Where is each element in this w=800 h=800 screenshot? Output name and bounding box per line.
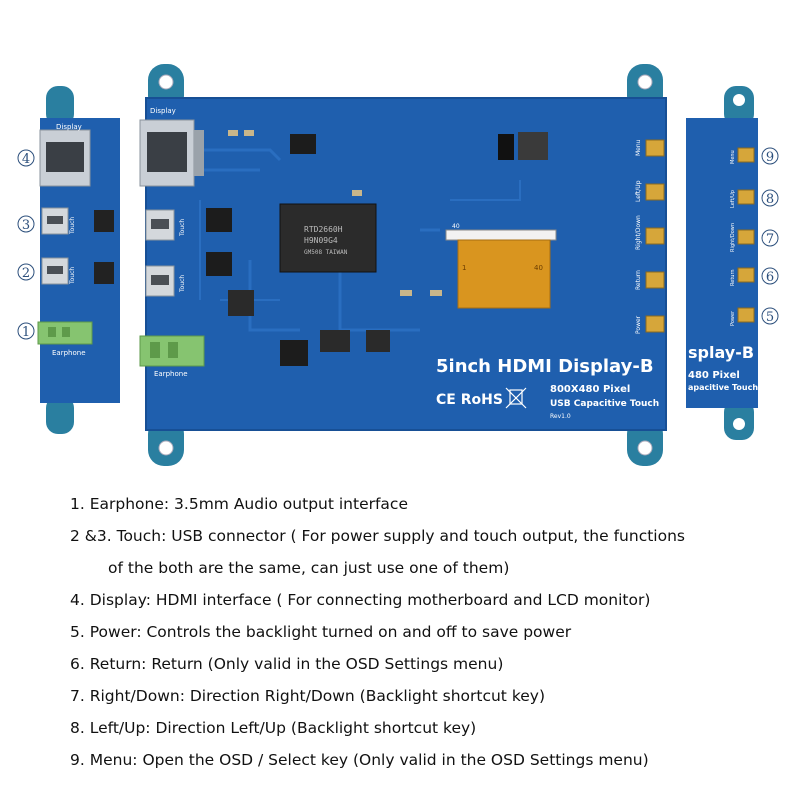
- callout-number: 9: [766, 150, 774, 165]
- board-resolution: 800X480 Pixel: [550, 384, 630, 395]
- callout-circle: [17, 263, 35, 281]
- board-illustration: Display Touch Touch Earphone 4 3 2 1: [17, 64, 779, 466]
- certification-marks: CE RoHS: [436, 392, 503, 408]
- side-touch-fragment: apacitive Touch: [688, 383, 758, 392]
- description-item: 9. Menu: Open the OSD / Select key (Only…: [70, 751, 649, 769]
- board-buttons: Menu Left/Up Right/Down Return Power: [635, 139, 665, 334]
- board-title: 5inch HDMI Display-B: [436, 356, 654, 377]
- svg-text:Power: Power: [730, 310, 736, 326]
- svg-text:Left/Up: Left/Up: [730, 190, 736, 208]
- return-button: [645, 271, 665, 289]
- svg-text:H9N09G4: H9N09G4: [304, 236, 338, 245]
- callout-circle: [761, 267, 779, 285]
- callout-number: 8: [766, 192, 774, 207]
- svg-text:GM508 TAIWAN: GM508 TAIWAN: [304, 249, 348, 256]
- svg-text:Right/Down: Right/Down: [635, 215, 642, 250]
- right-side-view: Menu Left/Up Right/Down Return Power spl…: [686, 86, 779, 440]
- callout-circle: [17, 149, 35, 167]
- callout-number: 4: [22, 152, 30, 167]
- menu-button: [645, 139, 665, 157]
- left-label-display: Display: [56, 123, 82, 131]
- callout-number: 6: [766, 270, 774, 285]
- callout-circle: [17, 322, 35, 340]
- board-label-display: Display: [150, 107, 176, 115]
- svg-text:Power: Power: [635, 315, 642, 334]
- fpc-connector: [445, 229, 557, 241]
- left-up-button: [645, 183, 665, 201]
- callout-circle: [761, 307, 779, 325]
- description-item: 7. Right/Down: Direction Right/Down (Bac…: [70, 687, 545, 705]
- svg-text:Menu: Menu: [730, 150, 736, 164]
- callout-number: 2: [22, 266, 30, 281]
- usb-connector: [145, 265, 175, 297]
- callout-circle: [761, 147, 779, 165]
- right-down-button: [645, 227, 665, 245]
- callout-number: 7: [766, 232, 774, 247]
- left-label-touch: Touch: [69, 267, 76, 285]
- board-label-touch: Touch: [179, 219, 186, 237]
- weee-icon: [505, 387, 527, 409]
- svg-text:Return: Return: [635, 270, 642, 290]
- board-revision: Rev1.0: [550, 413, 571, 420]
- description-list: 1. Earphone: 3.5mm Audio output interfac…: [70, 488, 790, 776]
- callout-circle: [17, 215, 35, 233]
- fpc-cable: [457, 239, 551, 309]
- product-figure: Display Touch Touch Earphone 4 3 2 1: [17, 64, 779, 466]
- callout-circle: [761, 189, 779, 207]
- board-touch-type: USB Capacitive Touch: [550, 399, 659, 409]
- main-ic: [279, 203, 377, 273]
- left-label-earphone: Earphone: [52, 349, 86, 357]
- callout-number: 1: [22, 325, 30, 340]
- svg-text:Return: Return: [730, 269, 736, 286]
- board-label-earphone: Earphone: [154, 370, 188, 378]
- left-label-touch: Touch: [69, 217, 76, 235]
- description-item: 1. Earphone: 3.5mm Audio output interfac…: [70, 495, 408, 513]
- description-item: 6. Return: Return (Only valid in the OSD…: [70, 655, 504, 673]
- callout-circle: [761, 229, 779, 247]
- description-item: 2 &3. Touch: USB connector ( For power s…: [70, 527, 685, 577]
- svg-text:1: 1: [462, 264, 466, 272]
- description-item: 5. Power: Controls the backlight turned …: [70, 623, 572, 641]
- side-pcb: [686, 118, 758, 408]
- left-side-view: Display Touch Touch Earphone 4 3 2 1: [17, 86, 120, 434]
- svg-text:40: 40: [534, 264, 543, 272]
- board-label-touch: Touch: [179, 275, 186, 293]
- svg-text:Menu: Menu: [635, 139, 642, 156]
- svg-text:RTD2660H: RTD2660H: [304, 225, 343, 234]
- svg-text:Left/Up: Left/Up: [635, 180, 642, 202]
- power-button: [645, 315, 665, 333]
- mounting-tab: [46, 86, 74, 126]
- main-board: Display Touch Touch RTD2660H H9N09G4 GM5…: [139, 64, 667, 466]
- callout-number: 5: [766, 310, 774, 325]
- mounting-tab: [46, 396, 74, 434]
- side-resolution-fragment: 480 Pixel: [688, 370, 740, 381]
- description-item: 8. Left/Up: Direction Left/Up (Backlight…: [70, 719, 477, 737]
- description-item: 4. Display: HDMI interface ( For connect…: [70, 591, 651, 609]
- pcb: [145, 97, 667, 431]
- callout-number: 3: [22, 218, 30, 233]
- svg-text:Right/Down: Right/Down: [730, 223, 736, 252]
- svg-text:40: 40: [452, 223, 460, 230]
- side-title-fragment: splay-B: [688, 343, 754, 362]
